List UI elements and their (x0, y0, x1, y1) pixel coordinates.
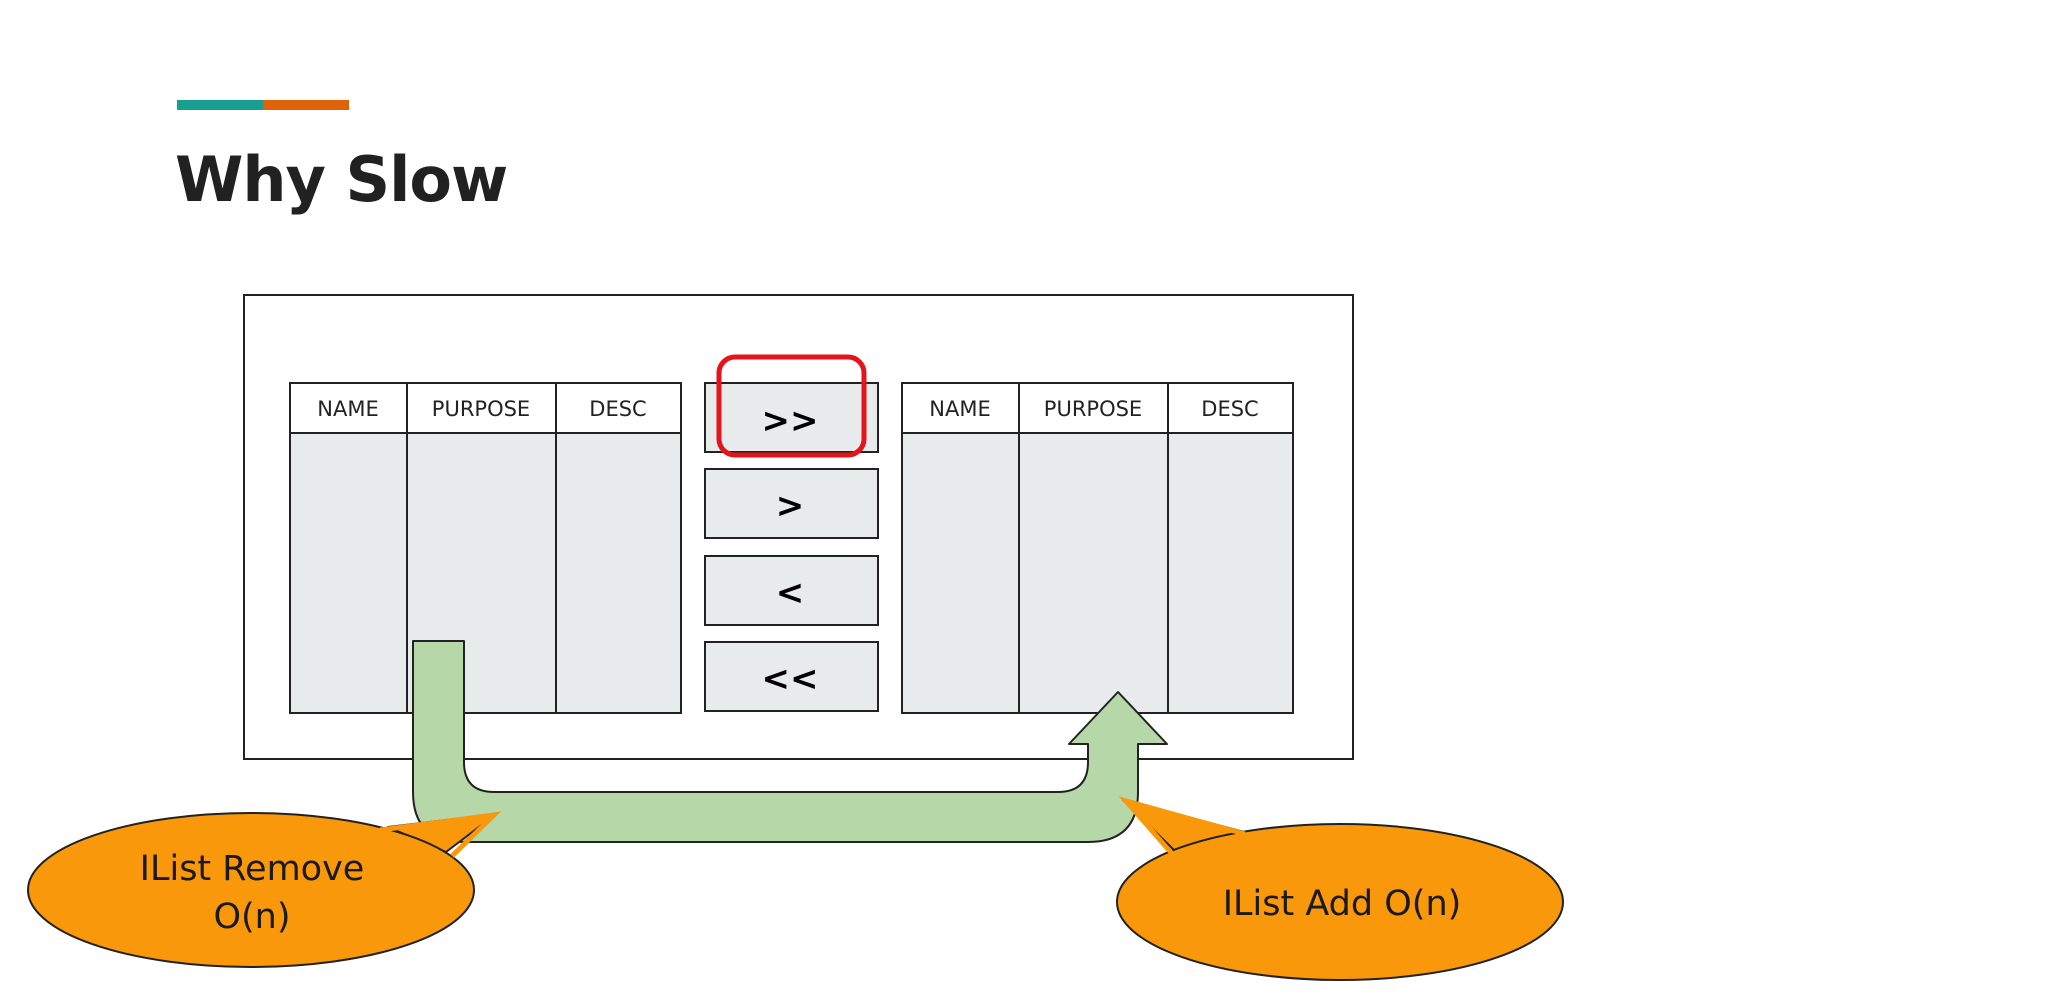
target-header-name: NAME (929, 397, 990, 421)
target-list: NAME PURPOSE DESC (901, 382, 1294, 714)
svg-text:<<: << (762, 659, 819, 699)
remove-callout-line2: O(n) (213, 897, 290, 937)
target-header-purpose: PURPOSE (1044, 397, 1142, 421)
slide-title: Why Slow (175, 143, 508, 216)
svg-text:>>: >> (762, 401, 819, 441)
source-list-header (289, 382, 682, 434)
target-list-header (901, 382, 1294, 434)
accent-bar-teal (177, 100, 263, 110)
source-list: NAME PURPOSE DESC (289, 382, 682, 714)
title-accent-bar (177, 100, 349, 110)
add-callout-text: IList Add O(n) (1223, 884, 1462, 924)
button-highlight-box (716, 354, 867, 458)
move-left-button[interactable]: < (704, 555, 879, 626)
accent-bar-orange (263, 100, 349, 110)
move-all-left-button[interactable]: << (704, 641, 879, 712)
target-header-desc: DESC (1201, 397, 1258, 421)
remove-callout-line1: IList Remove (140, 849, 365, 889)
svg-text:>: > (776, 486, 805, 526)
svg-text:<: < (776, 573, 805, 613)
source-list-body (289, 382, 682, 714)
move-all-right-button[interactable]: >> (704, 382, 879, 453)
add-callout: IList Add O(n) (1116, 796, 1564, 981)
remove-callout: IList Remove O(n) (27, 811, 502, 968)
source-header-purpose: PURPOSE (432, 397, 530, 421)
source-header-desc: DESC (589, 397, 646, 421)
source-header-name: NAME (317, 397, 378, 421)
move-right-button[interactable]: > (704, 468, 879, 539)
